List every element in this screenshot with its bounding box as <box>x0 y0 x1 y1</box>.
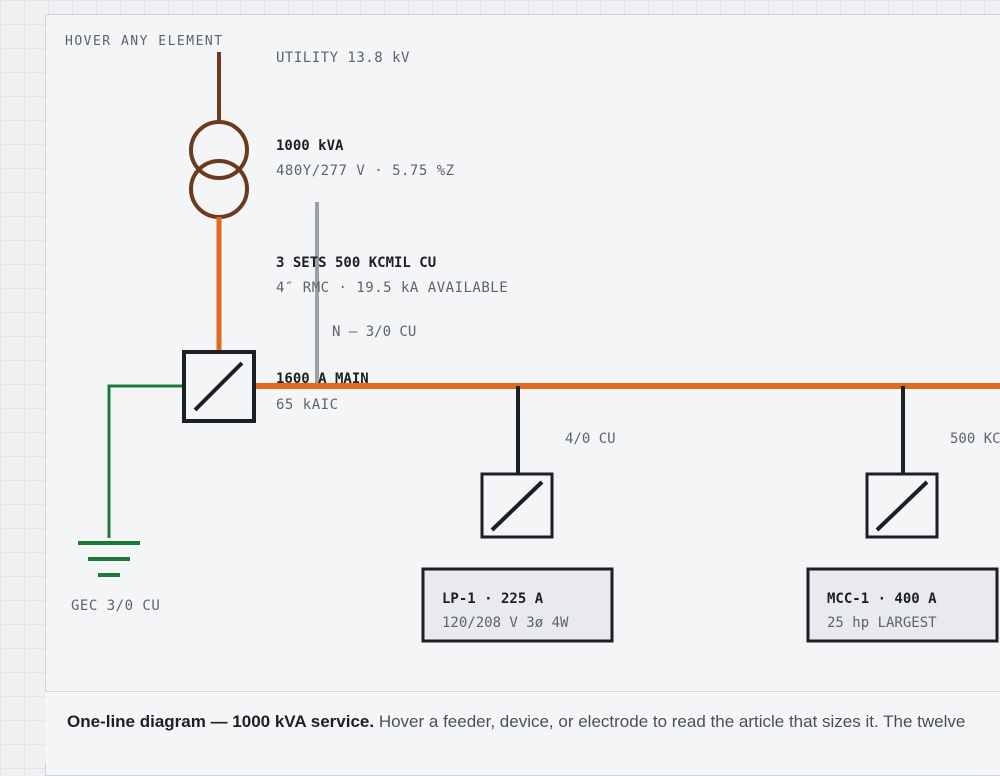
diagram-caption: One-line diagram — 1000 kVA service. Hov… <box>45 691 1000 762</box>
transformer-detail: 480Y/277 V · 5.75 %Z <box>276 163 455 179</box>
main-breaker-title: 1600 A MAIN <box>276 371 369 387</box>
feeder-1-breaker-symbol[interactable] <box>480 472 554 539</box>
caption-text: Hover a feeder, device, or electrode to … <box>378 712 966 731</box>
panel-mcc1-detail: 25 hp LARGEST <box>827 615 937 631</box>
caption-title: One-line diagram — 1000 kVA service. <box>67 712 375 731</box>
panel-lp1-box[interactable] <box>421 567 614 643</box>
transformer-rating: 1000 kVA <box>276 138 344 154</box>
main-breaker-detail: 65 kAIC <box>276 397 339 413</box>
service-conductor-detail: 4″ RMC · 19.5 kA AVAILABLE <box>276 280 508 296</box>
panel-mcc1-box[interactable] <box>806 567 999 643</box>
service-conductor-title: 3 SETS 500 KCMIL CU <box>276 255 436 271</box>
one-line-diagram: UTILITY 13.8 kV 1000 kVA 480Y/277 V · 5.… <box>71 50 1000 643</box>
feeder-1-conductor-label: 4/0 CU <box>565 431 616 447</box>
panel-lp1-detail: 120/208 V 3ø 4W <box>442 615 569 631</box>
panel-mcc1-title: MCC-1 · 400 A <box>827 591 937 607</box>
main-breaker-symbol[interactable] <box>182 350 256 423</box>
ground-electrode-icon[interactable] <box>78 541 140 577</box>
gec-conductor[interactable] <box>107 384 183 538</box>
feeder-2-breaker-symbol[interactable] <box>865 472 939 539</box>
gec-label: GEC 3/0 CU <box>71 598 160 614</box>
transformer-symbol[interactable] <box>189 120 249 219</box>
utility-label: UTILITY 13.8 kV <box>276 50 410 66</box>
panel-lp1-title: LP-1 · 225 A <box>442 591 544 607</box>
feeder-2-conductor-label: 500 KCMIL CU <box>950 431 1000 447</box>
neutral-label: N — 3/0 CU <box>332 324 416 340</box>
hover-hint: HOVER ANY ELEMENT <box>65 34 224 49</box>
